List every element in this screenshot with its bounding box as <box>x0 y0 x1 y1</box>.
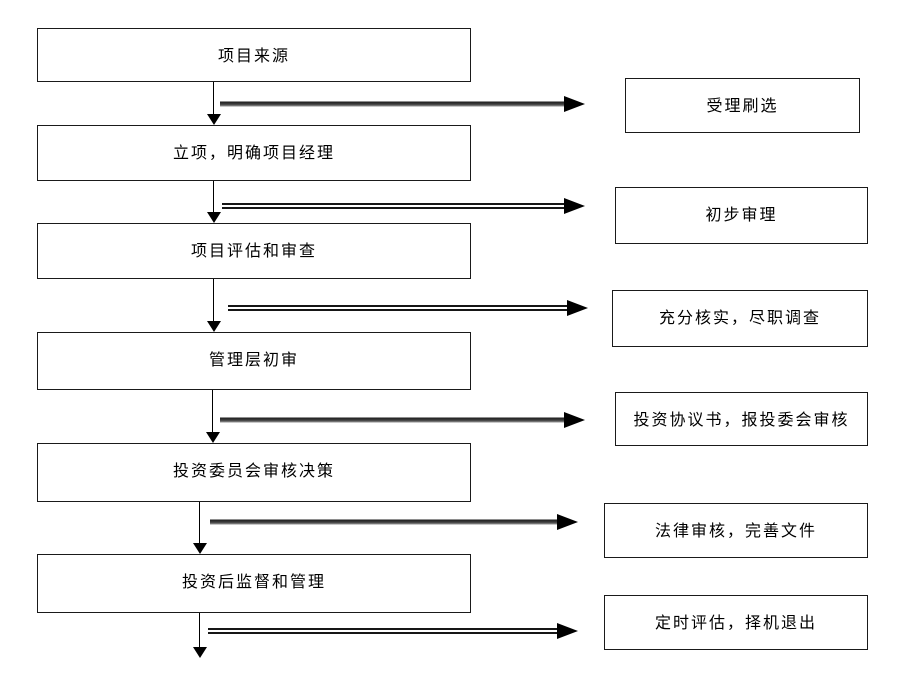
flow-box-project-initiation: 立项，明确项目经理 <box>37 125 471 181</box>
arrow-down-icon <box>207 321 221 332</box>
right-arrow-connector-2 <box>222 197 585 215</box>
side-box-label: 初步审理 <box>705 205 778 224</box>
side-box-label: 充分核实，尽职调查 <box>658 308 821 327</box>
right-arrow-connector-4 <box>220 411 585 429</box>
flow-box-post-investment-management: 投资后监督和管理 <box>37 554 471 613</box>
flow-box-label: 项目来源 <box>217 46 290 65</box>
down-arrow-connector-2 <box>207 181 221 223</box>
arrow-right-icon <box>557 514 578 530</box>
connector-line <box>213 181 214 213</box>
side-box-periodic-evaluation-exit: 定时评估，择机退出 <box>604 595 868 650</box>
connector-line <box>222 203 566 209</box>
connector-line <box>210 519 559 525</box>
flow-box-label: 投资委员会审核决策 <box>172 461 335 480</box>
connector-line <box>213 82 214 115</box>
side-box-label: 投资协议书，报投委会审核 <box>633 410 850 429</box>
down-arrow-connector-4 <box>206 390 220 443</box>
right-arrow-connector-3 <box>228 299 588 317</box>
flow-box-label: 项目评估和审查 <box>190 241 317 260</box>
connector-line <box>208 628 559 634</box>
connector-line <box>228 305 569 311</box>
arrow-right-icon <box>564 198 585 214</box>
down-arrow-connector-6 <box>193 613 207 658</box>
arrow-down-icon <box>193 647 207 658</box>
connector-line <box>213 279 214 322</box>
connector-line <box>199 613 200 648</box>
connector-line <box>220 417 566 423</box>
connector-line <box>199 502 200 544</box>
side-box-label: 受理刷选 <box>706 96 779 115</box>
flow-box-label: 立项，明确项目经理 <box>172 143 335 162</box>
arrow-down-icon <box>206 432 220 443</box>
arrow-right-icon <box>567 300 588 316</box>
side-box-investment-agreement: 投资协议书，报投委会审核 <box>615 392 868 446</box>
connector-line <box>220 101 566 107</box>
arrow-down-icon <box>207 114 221 125</box>
down-arrow-connector-3 <box>207 279 221 332</box>
flow-box-label: 投资后监督和管理 <box>181 572 326 591</box>
flow-box-management-preliminary-review: 管理层初审 <box>37 332 471 390</box>
flow-box-evaluation-review: 项目评估和审查 <box>37 223 471 279</box>
side-box-acceptance-screening: 受理刷选 <box>625 78 860 133</box>
down-arrow-connector-5 <box>193 502 207 554</box>
connector-line <box>212 390 213 433</box>
down-arrow-connector-1 <box>207 82 221 125</box>
arrow-down-icon <box>207 212 221 223</box>
arrow-right-icon <box>564 412 585 428</box>
arrow-down-icon <box>193 543 207 554</box>
flow-box-committee-decision: 投资委员会审核决策 <box>37 443 471 502</box>
right-arrow-connector-5 <box>210 513 578 531</box>
side-box-label: 法律审核，完善文件 <box>654 521 817 540</box>
side-box-legal-review: 法律审核，完善文件 <box>604 503 868 558</box>
flow-box-label: 管理层初审 <box>208 350 299 369</box>
flow-box-project-source: 项目来源 <box>37 28 471 82</box>
right-arrow-connector-6 <box>208 622 578 640</box>
right-arrow-connector-1 <box>220 95 585 113</box>
side-box-label: 定时评估，择机退出 <box>654 613 817 632</box>
side-box-preliminary-review: 初步审理 <box>615 187 868 244</box>
arrow-right-icon <box>564 96 585 112</box>
side-box-due-diligence: 充分核实，尽职调查 <box>612 290 868 347</box>
arrow-right-icon <box>557 623 578 639</box>
